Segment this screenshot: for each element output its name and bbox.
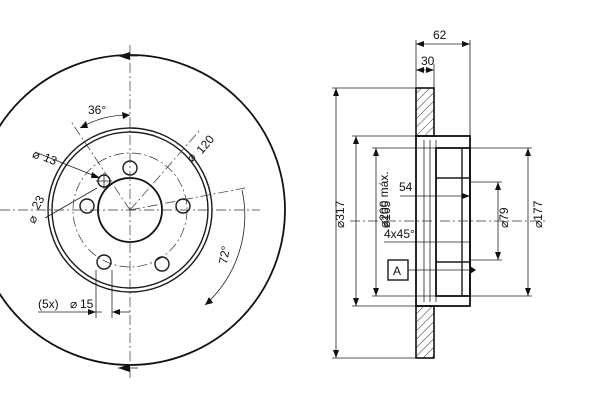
datum-label: A (393, 264, 401, 278)
front-view: 36° 72° ⌀ 13 ⌀ 120 ⌀ 23 (5x) ⌀ 15 (0, 45, 286, 378)
stud-dia-label: 15 (80, 297, 94, 311)
section-hatch-upper (415, 87, 435, 137)
section-hatch-lower (415, 305, 435, 359)
bolt-hole-left (79, 198, 95, 214)
dia-177-label: ⌀177 (531, 200, 545, 228)
thickness-30-label: 30 (421, 54, 435, 68)
dia-120-label: 120 (193, 132, 217, 157)
stud-count-label: (5x) (38, 297, 59, 311)
chamfer-label: 4x45° (384, 227, 415, 241)
section-view: 62 30 ⌀317 ⌀200 máx. ⌀165 54 4x45° (332, 28, 545, 359)
bolt-hole-right (175, 198, 191, 214)
bolt-hole-bottom-right (154, 256, 170, 272)
dia-79-label: ⌀79 (497, 207, 511, 228)
dia-23-symbol: ⌀ (25, 212, 41, 225)
stud-dia-symbol: ⌀ (70, 297, 77, 311)
angle-36-label: 36° (88, 103, 106, 117)
dia-23-label: 23 (29, 193, 48, 212)
depth-54-label: 54 (399, 180, 413, 194)
dia-200-label: ⌀200 máx. (377, 171, 391, 228)
hub-hat (435, 147, 471, 297)
dia-13-symbol: ⌀ (31, 147, 43, 163)
angle-72-label: 72° (216, 245, 233, 266)
dia-317-label: ⌀317 (333, 200, 347, 228)
dia-165-label: ⌀165 (379, 200, 393, 228)
width-62-label: 62 (433, 28, 447, 42)
bolt-hole-bottom-left (96, 254, 112, 270)
dia-13-label: 13 (41, 150, 59, 168)
